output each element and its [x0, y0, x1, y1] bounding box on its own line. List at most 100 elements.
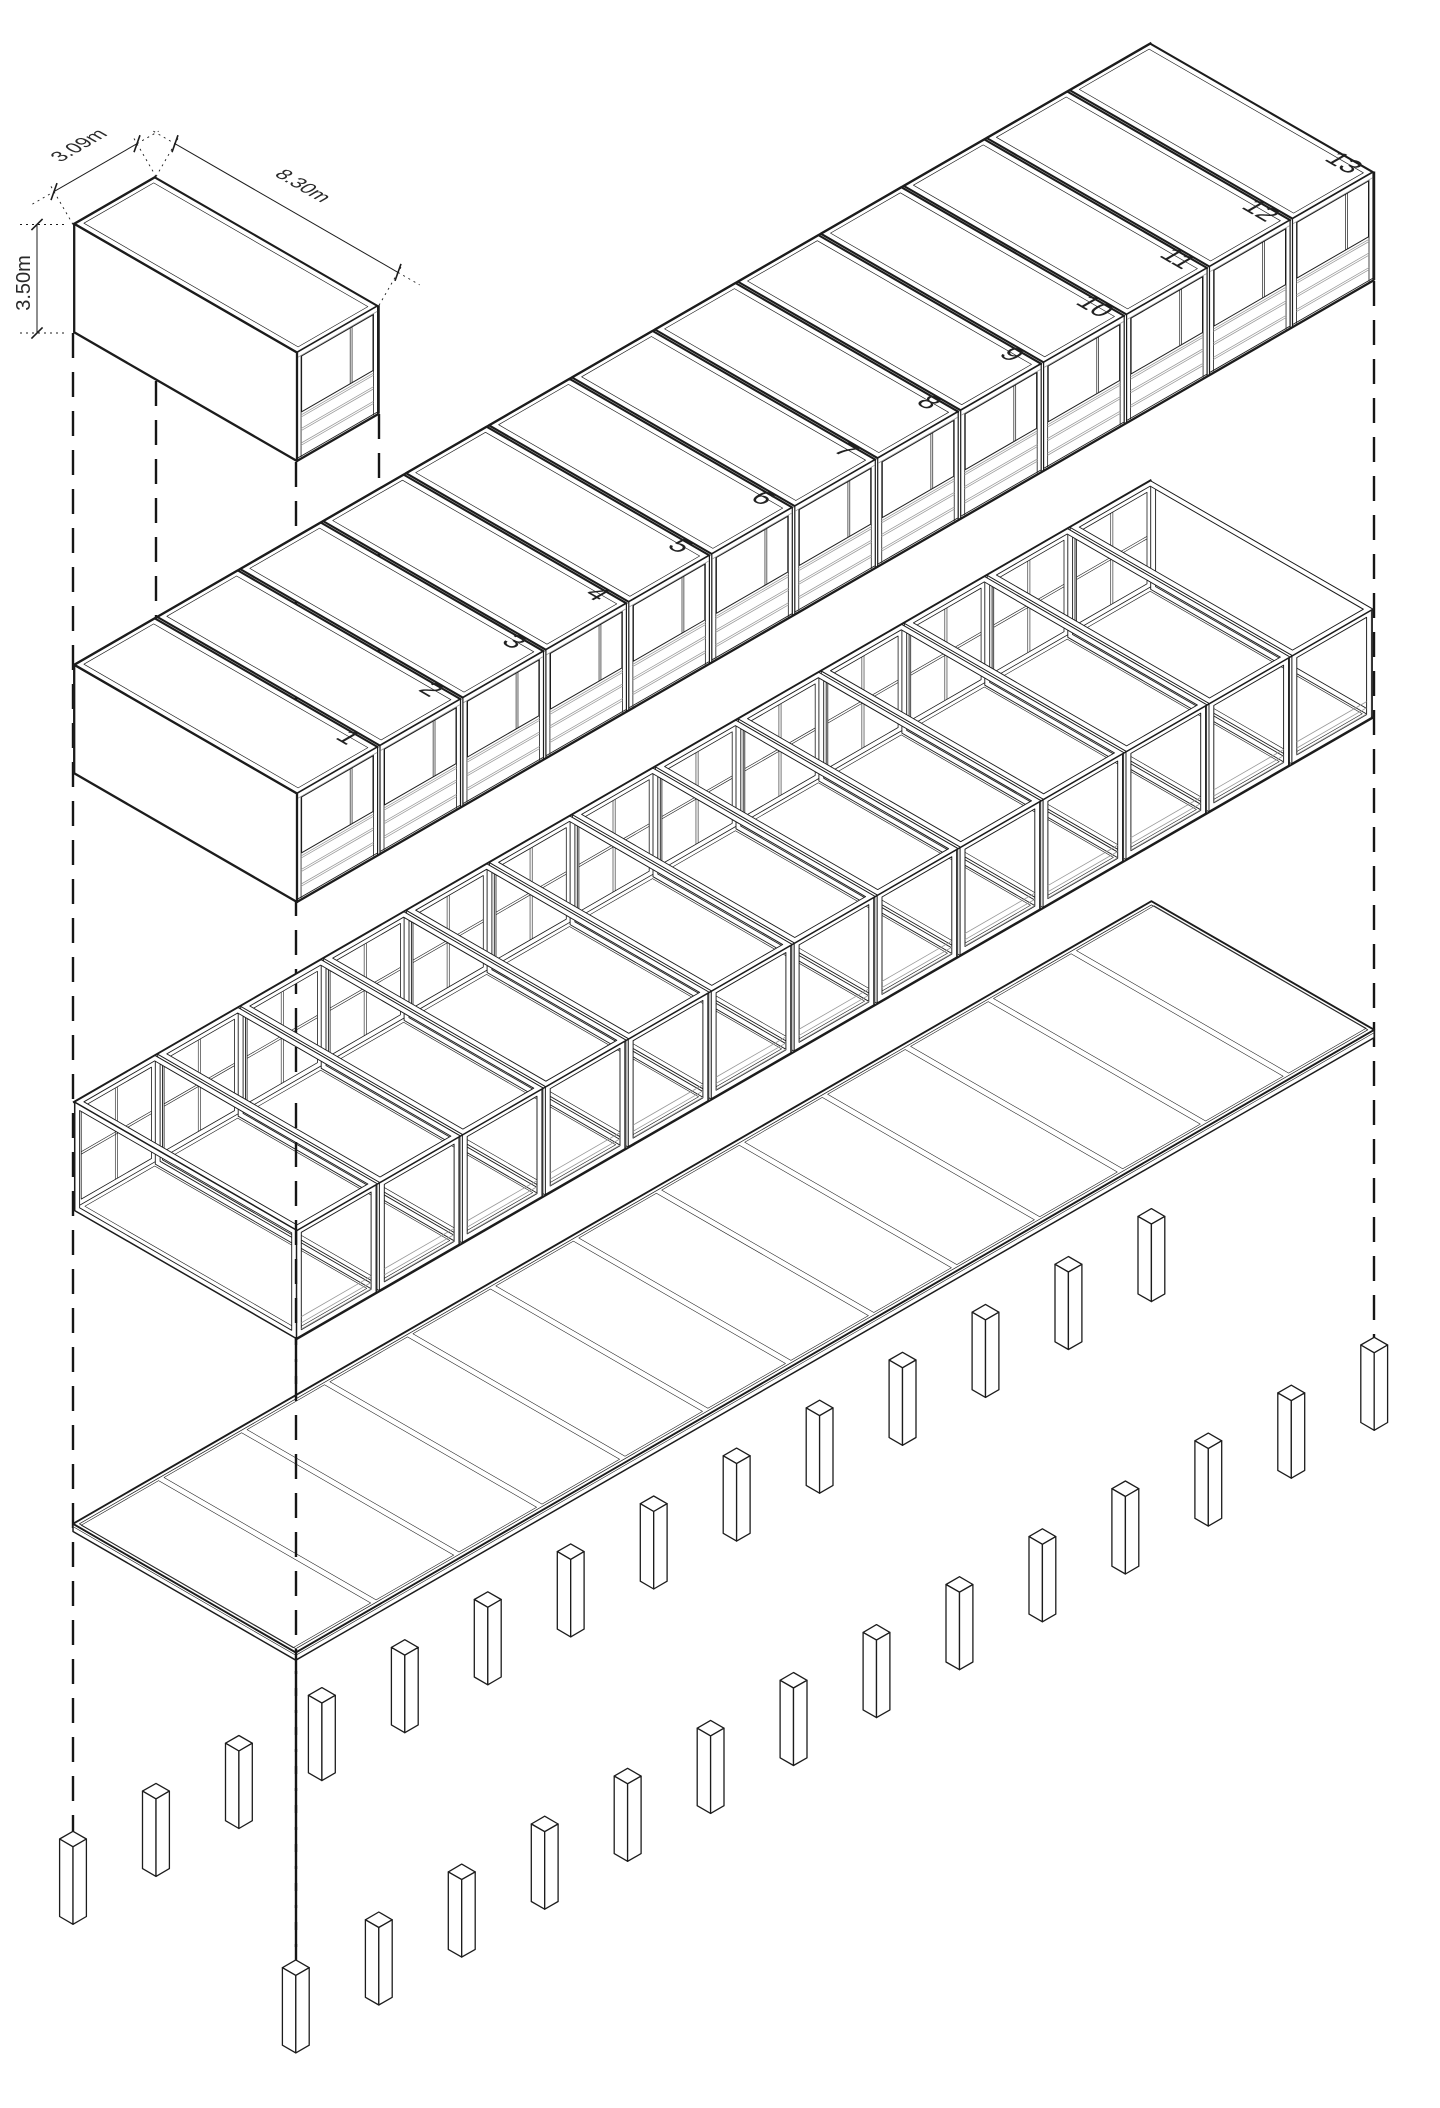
pier-front — [1290, 1392, 1306, 1479]
pier-back-12 — [1054, 1255, 1083, 1351]
deck-bay — [495, 1240, 786, 1409]
module-5: 5 — [404, 425, 711, 711]
pier-side — [530, 1823, 546, 1910]
frame-module-11 — [903, 575, 1208, 861]
pier-front — [1041, 1535, 1057, 1623]
pier-front — [901, 1359, 917, 1446]
pier-side — [862, 1631, 878, 1719]
pier-back-0 — [58, 1830, 88, 1925]
pier-side — [1111, 1488, 1127, 1575]
dim-tick — [50, 182, 58, 201]
pier-front — [570, 1550, 585, 1638]
pier-front — [1373, 1344, 1389, 1431]
pier-side — [390, 1646, 406, 1734]
pier-side — [307, 1694, 323, 1782]
pier-back-4 — [390, 1639, 419, 1734]
pier-side — [556, 1550, 572, 1638]
width-dim-line — [53, 143, 138, 193]
deck-bay — [827, 1049, 1118, 1217]
pier-back-11 — [971, 1303, 1000, 1399]
pier-front — [984, 1311, 1000, 1399]
pier-side — [473, 1598, 489, 1686]
pier-side — [779, 1679, 795, 1767]
pier-side — [1137, 1215, 1153, 1303]
pier-front — [1150, 1215, 1166, 1303]
pier-side — [58, 1838, 74, 1925]
pier-front — [72, 1838, 88, 1925]
pier-front — [544, 1823, 559, 1910]
deck-bay — [993, 953, 1284, 1122]
deck-bay — [744, 1097, 1035, 1265]
pier-side — [1028, 1535, 1044, 1623]
pier-front — [875, 1631, 891, 1719]
deck-bay — [412, 1288, 703, 1457]
pier-side — [1277, 1392, 1292, 1479]
pier-front — [709, 1727, 725, 1815]
pier-front — [487, 1598, 502, 1686]
pier-side — [888, 1359, 904, 1446]
pier-side — [945, 1583, 961, 1671]
depth-dimension-label: 8.30m — [269, 167, 336, 206]
pier-front-3 — [530, 1815, 559, 1910]
module-window — [1130, 276, 1203, 375]
frame-module-7 — [571, 767, 876, 1052]
dim-tick — [30, 218, 44, 231]
pier-back-3 — [307, 1686, 336, 1782]
pier-side — [805, 1407, 821, 1494]
pier-side — [224, 1742, 240, 1830]
pier-front — [1207, 1440, 1223, 1527]
module-2: 2 — [156, 569, 462, 855]
pier-front — [818, 1407, 834, 1494]
pier-front-0 — [281, 1959, 310, 2054]
frame-module-1 — [73, 1054, 379, 1340]
dim-tick — [394, 263, 402, 282]
pier-side — [613, 1775, 629, 1862]
deck-bay — [661, 1145, 952, 1313]
pier-back-1 — [141, 1782, 171, 1878]
deck-bay — [80, 1480, 371, 1649]
pier-front — [735, 1455, 751, 1542]
module-window — [798, 467, 872, 566]
pier-front-1 — [364, 1911, 393, 2006]
pier-side — [364, 1919, 380, 2006]
pier-side — [1194, 1440, 1209, 1527]
deck-bay — [329, 1336, 620, 1505]
pier-front-8 — [945, 1576, 974, 1671]
module-window — [301, 755, 374, 854]
module-window — [1213, 228, 1286, 327]
height-dimension-label: 3.50m — [13, 255, 35, 311]
deck-bay — [163, 1432, 454, 1601]
module-window — [632, 563, 706, 662]
pier-back-7 — [639, 1495, 668, 1590]
module-13: 13 — [1068, 42, 1375, 328]
frame-module-4 — [322, 911, 627, 1196]
width-dimension-label: 3.09m — [46, 126, 113, 165]
pier-side — [1054, 1263, 1070, 1351]
pier-front-2 — [447, 1863, 476, 1958]
pier-front — [155, 1790, 171, 1878]
deck-bay — [578, 1192, 869, 1361]
deck-bay — [910, 1001, 1201, 1170]
module-window — [1296, 180, 1369, 279]
pier-front — [404, 1646, 419, 1734]
pier-front — [321, 1694, 336, 1782]
pier-grid-layer — [58, 1207, 1389, 2054]
pier-front — [626, 1775, 642, 1862]
floor-deck-layer — [72, 900, 1376, 1661]
unit-module-diagram — [72, 175, 380, 463]
pier-front-5 — [696, 1719, 725, 1815]
pier-front — [653, 1503, 668, 1590]
frame-row-layer — [72, 479, 1375, 1341]
pier-front-13 — [1360, 1336, 1389, 1431]
frame-module-6 — [488, 815, 793, 1100]
pier-front — [1067, 1263, 1083, 1351]
module-8: 8 — [653, 281, 960, 568]
module-12: 12 — [985, 90, 1292, 376]
deck-top-face — [72, 900, 1376, 1654]
pier-front — [958, 1583, 974, 1671]
deck-bay — [246, 1384, 537, 1553]
pier-front — [295, 1967, 310, 2054]
pier-back-9 — [805, 1399, 834, 1494]
